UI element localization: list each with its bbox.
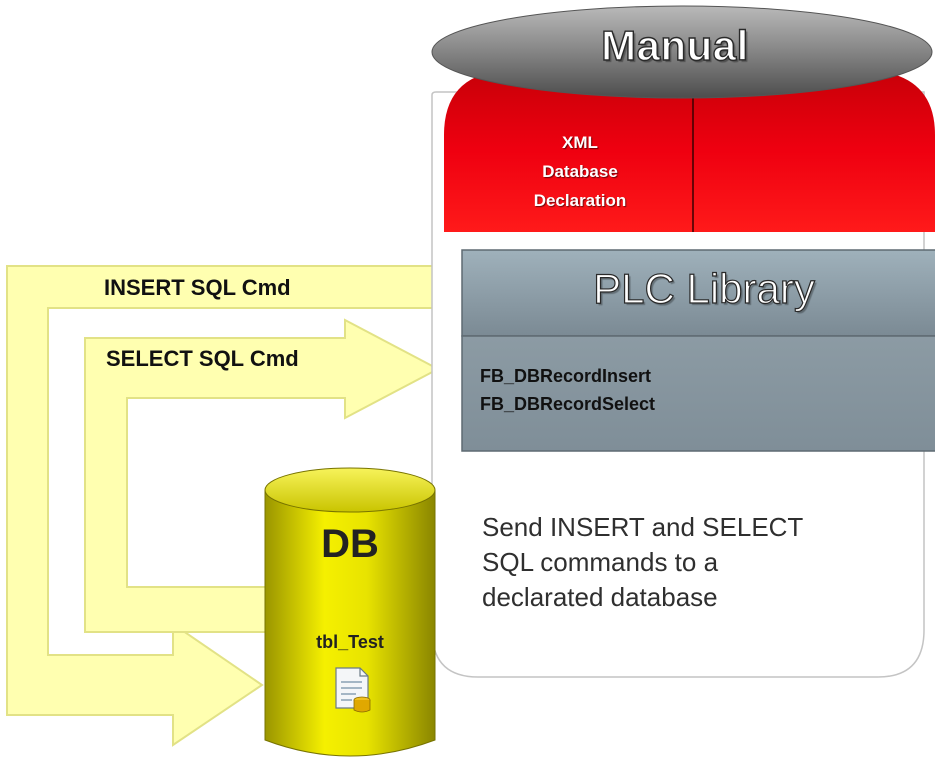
manual-panel (431, 5, 935, 678)
manual-header (431, 5, 933, 99)
select-arrow (84, 318, 441, 633)
table-document-icon (335, 667, 371, 713)
xml-declaration-block (444, 70, 935, 232)
plc-library-body (461, 335, 935, 452)
plc-library-header (461, 249, 935, 337)
database-cylinder (264, 467, 436, 757)
